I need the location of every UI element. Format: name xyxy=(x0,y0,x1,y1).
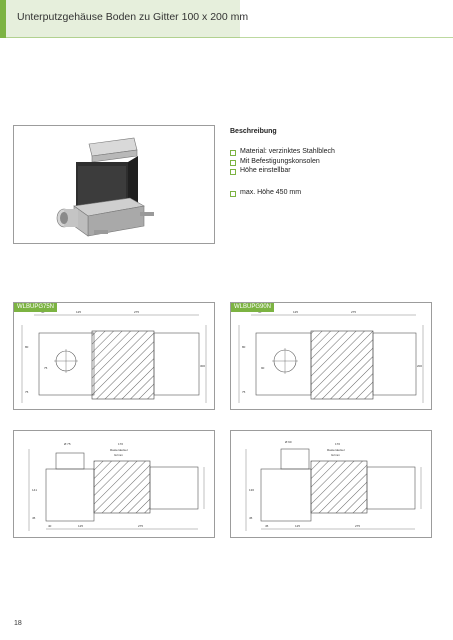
dim-label: Grimm xyxy=(331,453,340,457)
dim-label: 141 xyxy=(32,488,37,492)
model-tag: WLBUPG90N xyxy=(231,303,275,312)
dim-label: 125 xyxy=(78,524,83,528)
dim-label: 75 xyxy=(44,366,48,370)
description-item: Material: verzinktes Stahlblech xyxy=(230,147,335,157)
dim-label: 45 xyxy=(265,524,269,528)
drawing-side-view-1: Ø 75 170 Rasterdeckel Grimm 40 125 275 1… xyxy=(13,430,215,538)
dim-label: 200 xyxy=(417,364,422,368)
dim-label: 75 xyxy=(242,390,246,394)
dim-label: 80 xyxy=(25,345,29,349)
drawing-top-view-1: 50 125 275 300 80 75 75 WLBUPG75N xyxy=(13,302,215,410)
description-item: Höhe einstellbar xyxy=(230,166,335,176)
dim-label: Rasterdeckel xyxy=(327,448,345,452)
dim-label: 75 xyxy=(25,390,29,394)
dim-label: Ø 75 xyxy=(64,442,71,446)
page-header: Unterputzgehäuse Boden zu Gitter 100 x 2… xyxy=(0,0,453,38)
page-number: 18 xyxy=(14,620,22,627)
dim-label: 136 xyxy=(249,488,254,492)
dim-label: 125 xyxy=(293,310,298,314)
dim-label: 45 xyxy=(258,310,262,314)
description-extra-item: max. Höhe 450 mm xyxy=(230,188,335,198)
description-extra-list: max. Höhe 450 mm xyxy=(230,188,335,198)
dim-label: 170 xyxy=(335,442,340,446)
dim-label: 275 xyxy=(355,524,360,528)
dim-label: 40 xyxy=(48,524,52,528)
header-divider xyxy=(0,37,453,38)
dim-label: Grimm xyxy=(114,453,123,457)
description-title: Beschreibung xyxy=(230,128,277,135)
dim-label: 45 xyxy=(32,516,36,520)
description-block: Beschreibung Material: verzinktes Stahlb… xyxy=(230,128,335,197)
dim-label: Rasterdeckel xyxy=(110,448,128,452)
header-band xyxy=(0,0,240,38)
dim-label: Ø 90 xyxy=(285,440,292,444)
dim-label: 275 xyxy=(138,524,143,528)
dim-label: 50 xyxy=(41,310,45,314)
dim-label: 125 xyxy=(76,310,81,314)
dim-label: 300 xyxy=(200,364,205,368)
product-photo xyxy=(13,125,215,244)
dim-label: 170 xyxy=(118,442,123,446)
dim-label: 80 xyxy=(242,345,246,349)
dim-label: 90 xyxy=(261,366,265,370)
dim-label: 275 xyxy=(134,310,139,314)
dim-label: 125 xyxy=(295,524,300,528)
description-list: Material: verzinktes Stahlblech Mit Befe… xyxy=(230,147,335,176)
header-accent-tab xyxy=(0,0,6,38)
drawing-top-view-2: 45 125 275 200 80 90 75 WLBUPG90N xyxy=(230,302,432,410)
drawing-side-view-2: Ø 90 170 Rasterdeckel Grimm 45 125 275 1… xyxy=(230,430,432,538)
page-title: Unterputzgehäuse Boden zu Gitter 100 x 2… xyxy=(17,11,249,23)
model-tag: WLBUPG75N xyxy=(14,303,58,312)
description-item: Mit Befestigungskonsolen xyxy=(230,157,335,167)
dim-label: 275 xyxy=(351,310,356,314)
dim-label: 45 xyxy=(249,516,253,520)
